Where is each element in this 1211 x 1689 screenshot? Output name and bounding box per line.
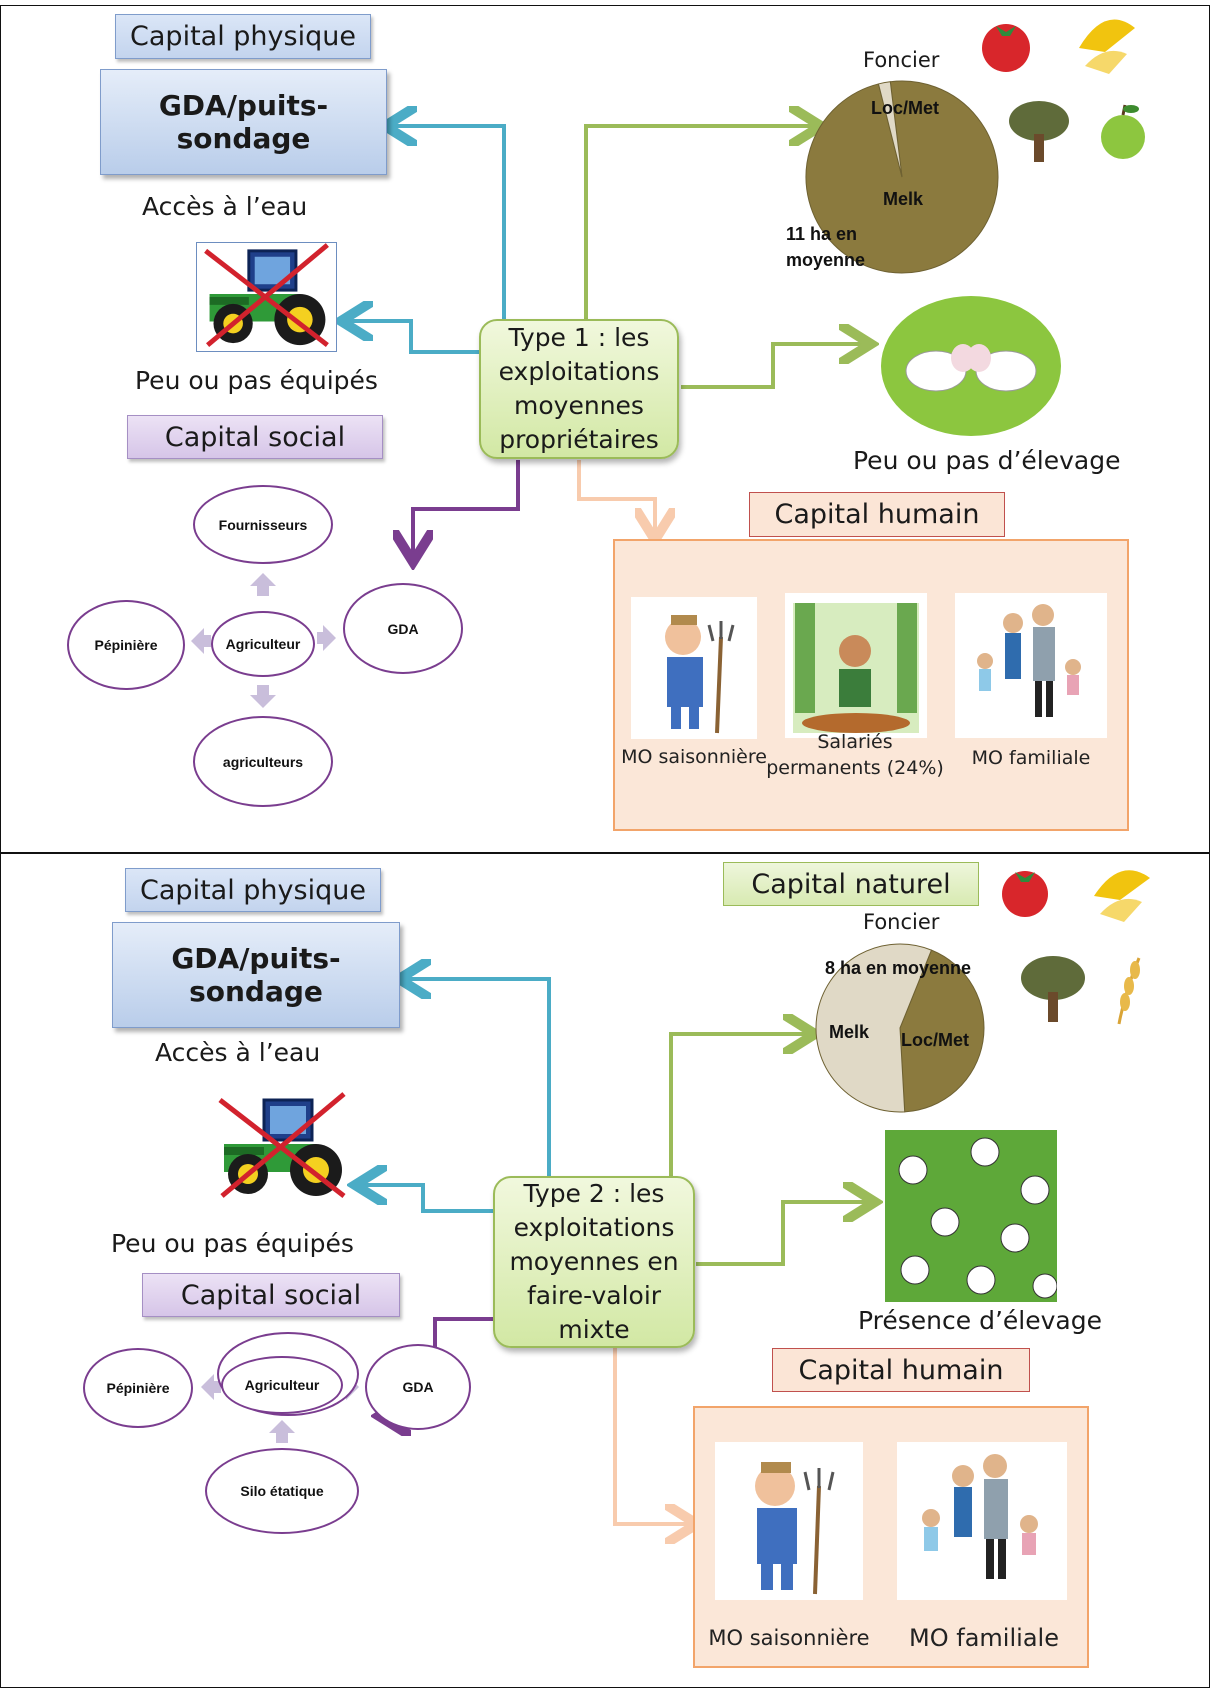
type1-center-box: Type 1 : les exploitations moyennes prop… [479,319,679,459]
melon-icon [1079,19,1135,74]
node-fournisseurs: Fournisseurs [193,485,333,564]
center-line-2: exploitations [498,357,660,386]
equipement-text: Peu ou pas équipés [111,1229,354,1258]
capital-humain-label: Capital humain [749,492,1005,537]
capital-social-label: Capital social [127,415,383,459]
pie-label-melk: Melk [883,189,924,209]
foncier-pie-chart [815,943,985,1113]
pie-label-locmet: Loc/Met [871,98,940,118]
worker-icon [785,593,927,738]
node-pepiniere: Pépinière [67,600,185,690]
arrow-to-tractor [349,321,479,354]
arrow-up-small [269,1420,295,1443]
humain-item-saisonniere: MO saisonnière [708,1626,870,1650]
elevage-text: Peu ou pas d’élevage [853,446,1121,475]
node-agriculteur: Agriculteur [211,611,315,677]
center-line-2: exploitations [513,1213,675,1242]
sheep-icon [881,296,1061,436]
center-line-1: Type 2 : les [523,1179,665,1208]
capital-naturel-label: Capital naturel [723,862,979,906]
node-agriculteurs: agriculteurs [193,716,333,807]
type1-connectors [191,6,1211,708]
type1-panel: Capital physique GDA/puits-sondage Accès… [0,5,1210,853]
center-line-1: Type 1 : les [508,323,650,352]
pie-label-area-1: 11 ha en [786,224,858,244]
arrow-left-small [191,628,211,654]
center-line-4: propriétaires [499,425,659,454]
humain-item-salaries-1: Salariés [817,731,893,753]
pie-slice-melk [899,949,985,1113]
arrow-left-small [201,1374,221,1400]
pie-label-melk: Melk [829,1022,870,1042]
node-agriculteur: Agriculteur [221,1356,343,1414]
apple-icon [1101,104,1145,159]
arrow-to-gda [407,979,551,1176]
acces-eau-text: Accès à l’eau [155,1038,321,1067]
type2-center-box: Type 2 : les exploitations moyennes en f… [493,1176,695,1348]
capital-humain-frame: MO saisonnière MO familiale [693,1406,1089,1668]
olive-tree-icon [1021,956,1085,1022]
gda-puits-box: GDA/puits-sondage [100,69,387,175]
tractor-crossed-icon [196,242,337,352]
pie-slice-locmet [815,943,933,1113]
capital-humain-frame: MO saisonnière Salariés permanents (24%)… [613,539,1129,831]
pie-label-area-2: moyenne [786,250,866,270]
family-icon [955,593,1107,738]
gda-puits-box: GDA/puits-sondage [112,922,400,1028]
arrow-to-elevage [696,1202,867,1266]
pie-label-area: 8 ha en moyenne [825,958,972,978]
humain-item-saisonniere: MO saisonnière [621,746,767,768]
node-silo: Silo étatique [205,1448,359,1534]
arrow-to-elevage [681,344,863,389]
arrow-up-small [250,573,276,596]
tomato-icon [982,24,1030,72]
arrow-to-tractor [363,1185,493,1213]
center-line-4: faire-valoir [526,1281,662,1310]
farmer-icon [631,597,757,739]
humain-item-salaries-2: permanents (24%) [766,757,944,779]
equipement-text: Peu ou pas équipés [135,366,378,395]
arrow-to-foncier [669,1034,807,1176]
arrow-to-foncier [584,126,813,319]
wheat-icon [1117,957,1141,1025]
arrow-to-humain [613,1348,689,1524]
center-line-3: moyennes en [509,1247,679,1276]
capital-physique-label: Capital physique [115,14,371,59]
node-gda: GDA [343,583,463,674]
foncier-label: Foncier [863,48,940,72]
node-gda: GDA [365,1344,471,1430]
node-pepiniere: Pépinière [83,1348,193,1428]
type2-connectors [201,854,1211,1689]
arrow-to-gda [393,126,506,319]
arrow-down-small [250,685,276,708]
capital-physique-label: Capital physique [125,868,381,912]
pie-slice-locmet [877,81,903,178]
melon-icon [1094,870,1150,922]
tomato-icon [1002,871,1048,917]
type2-panel: Capital physique GDA/puits-sondage Accès… [0,853,1210,1688]
tractor-crossed-icon [209,1092,355,1202]
arrow-right-small [317,625,336,651]
foncier-pie-chart [805,80,999,274]
arrow-to-humain [577,460,655,532]
center-line-5: mixte [558,1315,630,1344]
humain-item-familiale: MO familiale [971,747,1091,769]
foncier-label: Foncier [863,910,940,934]
acces-eau-text: Accès à l’eau [142,192,308,221]
family-icon [897,1442,1067,1600]
elevage-text: Présence d’élevage [858,1306,1102,1335]
sheep-icon [885,1130,1057,1302]
olive-tree-icon [1009,101,1069,162]
capital-social-label: Capital social [142,1273,400,1317]
farmer-icon [715,1442,863,1600]
humain-item-familiale: MO familiale [909,1624,1059,1652]
pie-label-locmet: Loc/Met [901,1030,970,1050]
arrow-to-social [413,460,520,554]
center-line-3: moyennes [514,391,644,420]
capital-humain-label: Capital humain [772,1348,1030,1392]
